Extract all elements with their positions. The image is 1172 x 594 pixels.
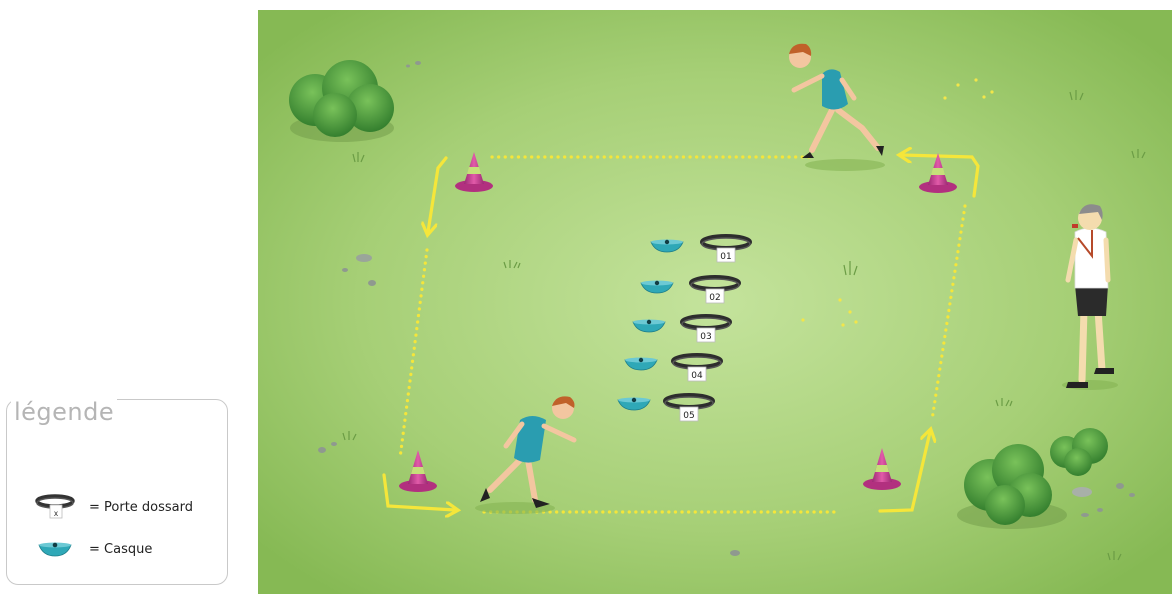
bib-number: 03 [700, 332, 711, 342]
bib-number: 05 [683, 411, 694, 421]
bib-number: 02 [709, 293, 720, 303]
bib-number: 01 [720, 252, 731, 262]
bib-number: 04 [691, 371, 703, 381]
